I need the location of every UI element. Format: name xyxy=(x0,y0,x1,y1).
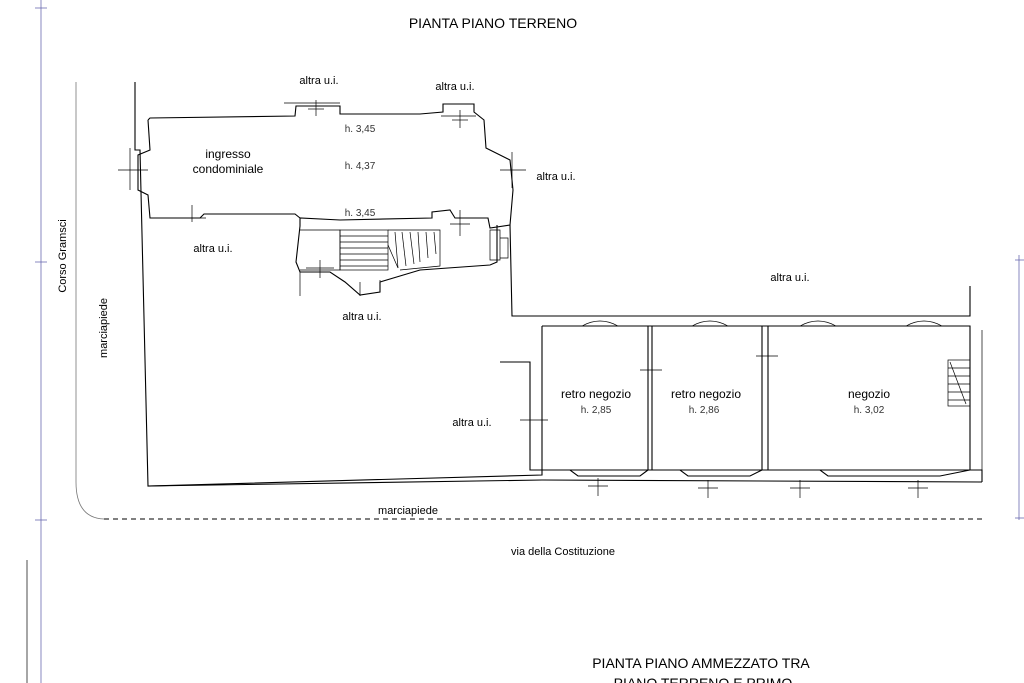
mezzanine-title-line1: PIANTA PIANO AMMEZZATO TRA xyxy=(592,655,810,671)
retro-negozio-2-label: retro negozio xyxy=(671,387,741,401)
ground-floor-title: PIANTA PIANO TERRENO xyxy=(409,15,577,31)
sheet-guides xyxy=(26,0,1024,683)
right-boundary xyxy=(509,224,971,317)
shops-block xyxy=(500,325,971,477)
altra-ui-below-stairs: altra u.i. xyxy=(342,311,381,323)
shop-staircase xyxy=(947,359,971,407)
shop-windows xyxy=(581,320,943,327)
corso-gramsci-label: Corso Gramsci xyxy=(57,219,69,292)
building-outline xyxy=(134,82,983,487)
ingresso-label-line1: ingresso xyxy=(205,147,251,161)
height-label-3: h. 3,45 xyxy=(345,208,376,219)
via-costituzione-label: via della Costituzione xyxy=(511,546,615,558)
altra-ui-top-left: altra u.i. xyxy=(299,75,338,87)
main-staircase xyxy=(339,229,441,271)
height-label-1: h. 3,45 xyxy=(345,124,376,135)
altra-ui-right-entrance: altra u.i. xyxy=(536,171,575,183)
ingresso-walls xyxy=(147,103,514,296)
mezzanine-title-line2: PIANO TERRENO E PRIMO xyxy=(614,675,793,683)
sidewalk-left-label: marciapiede xyxy=(98,298,110,358)
altra-ui-courtyard: altra u.i. xyxy=(452,417,491,429)
height-negozio: h. 3,02 xyxy=(854,405,885,416)
height-label-2: h. 4,37 xyxy=(345,161,376,172)
negozio-label: negozio xyxy=(848,387,890,401)
sidewalk-outline xyxy=(75,82,105,520)
height-retro-2: h. 2,86 xyxy=(689,405,720,416)
retro-negozio-1-label: retro negozio xyxy=(561,387,631,401)
height-retro-1: h. 2,85 xyxy=(581,405,612,416)
sidewalk-bottom-label: marciapiede xyxy=(378,505,438,517)
ingresso-label-line2: condominiale xyxy=(193,162,264,176)
altra-ui-left: altra u.i. xyxy=(193,243,232,255)
altra-ui-right-large: altra u.i. xyxy=(770,272,809,284)
altra-ui-top-right: altra u.i. xyxy=(435,81,474,93)
